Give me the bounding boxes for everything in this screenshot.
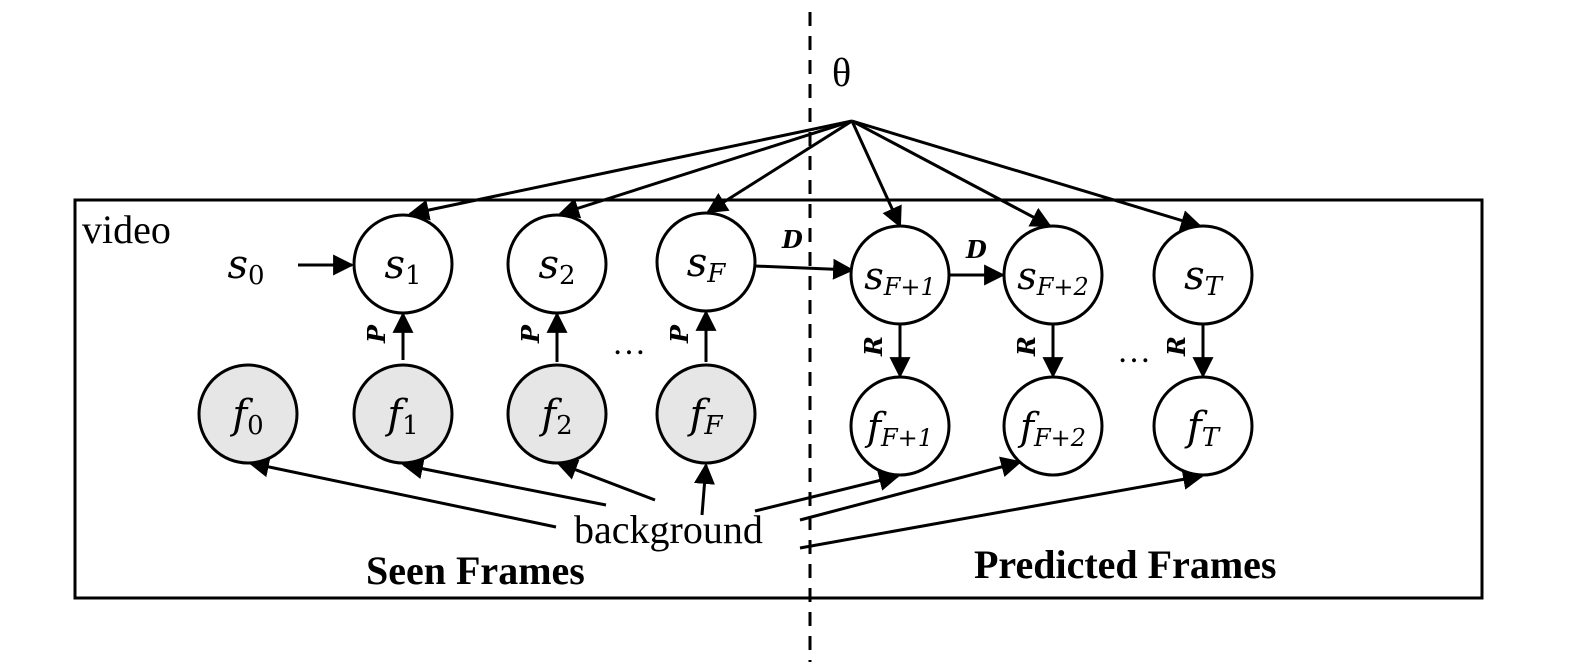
video-plate [73, 198, 1484, 600]
node-s2 [506, 213, 608, 315]
state-nodes [352, 211, 1254, 326]
predicted-frames-label: Predicted Frames [974, 542, 1276, 587]
node-f2 [506, 363, 608, 465]
node-fT [1152, 375, 1254, 477]
node-sF1 [849, 224, 951, 326]
edge-label-pF: P [665, 324, 694, 344]
edge-bg-to-fF [694, 462, 715, 516]
label-sT: sT [1184, 253, 1224, 302]
edge-label-r2: R [1012, 336, 1041, 357]
edge-bg-to-fF2 [799, 456, 1023, 522]
node-fF [655, 363, 757, 465]
edge-bg-to-fT [799, 468, 1205, 550]
edge-label-p2: P [516, 324, 545, 344]
label-sF2: sF+2 [1017, 254, 1089, 301]
node-sF2 [1002, 224, 1104, 326]
edge-bg-to-f2 [556, 459, 656, 502]
edge-bg-to-fF1 [754, 470, 901, 513]
edge-theta-to-s1 [407, 119, 853, 221]
label-s0: s0 [227, 242, 264, 291]
node-f1 [352, 363, 454, 465]
label-fF1: fF+1 [864, 405, 933, 452]
edge-theta-to-sF [706, 119, 853, 214]
ellipsis-predicted: … [1117, 333, 1151, 370]
label-sF1: sF+1 [864, 254, 936, 301]
edge-theta-to-sT [851, 119, 1203, 231]
node-sT [1152, 224, 1254, 326]
frame-nodes [197, 363, 1254, 477]
edge-labels: P P P R R R D D [362, 225, 1191, 357]
background-label: background [574, 507, 763, 552]
edge-label-r1: R [859, 336, 888, 357]
edges-layer [247, 119, 1214, 550]
label-s1: s1 [384, 242, 421, 291]
node-fF1 [849, 375, 951, 477]
edge-label-d2: D [965, 235, 987, 264]
label-sF: sF [687, 240, 727, 289]
edge-theta-to-s2 [557, 119, 853, 219]
edge-theta-to-sF2 [851, 119, 1052, 228]
label-fT: fT [1184, 404, 1221, 453]
ellipsis-seen: … [612, 325, 646, 362]
label-fF2: fF+2 [1017, 405, 1086, 452]
node-s1 [352, 213, 454, 315]
edge-theta-to-sF1 [850, 120, 902, 228]
seen-frames-label: Seen Frames [366, 548, 585, 593]
theta-label: θ [832, 50, 851, 95]
edge-bg-to-f1 [401, 458, 607, 507]
edge-bg-to-f0 [247, 456, 557, 529]
plate-label: video [82, 207, 171, 252]
edge-sF-to-sF1 [754, 258, 855, 280]
edge-label-rT: R [1162, 336, 1191, 357]
node-f0 [197, 363, 299, 465]
label-s2: s2 [538, 242, 575, 291]
edge-label-d1: D [781, 225, 803, 254]
node-fF2 [1002, 375, 1104, 477]
node-sF [655, 211, 757, 313]
edge-label-p1: P [362, 324, 391, 344]
